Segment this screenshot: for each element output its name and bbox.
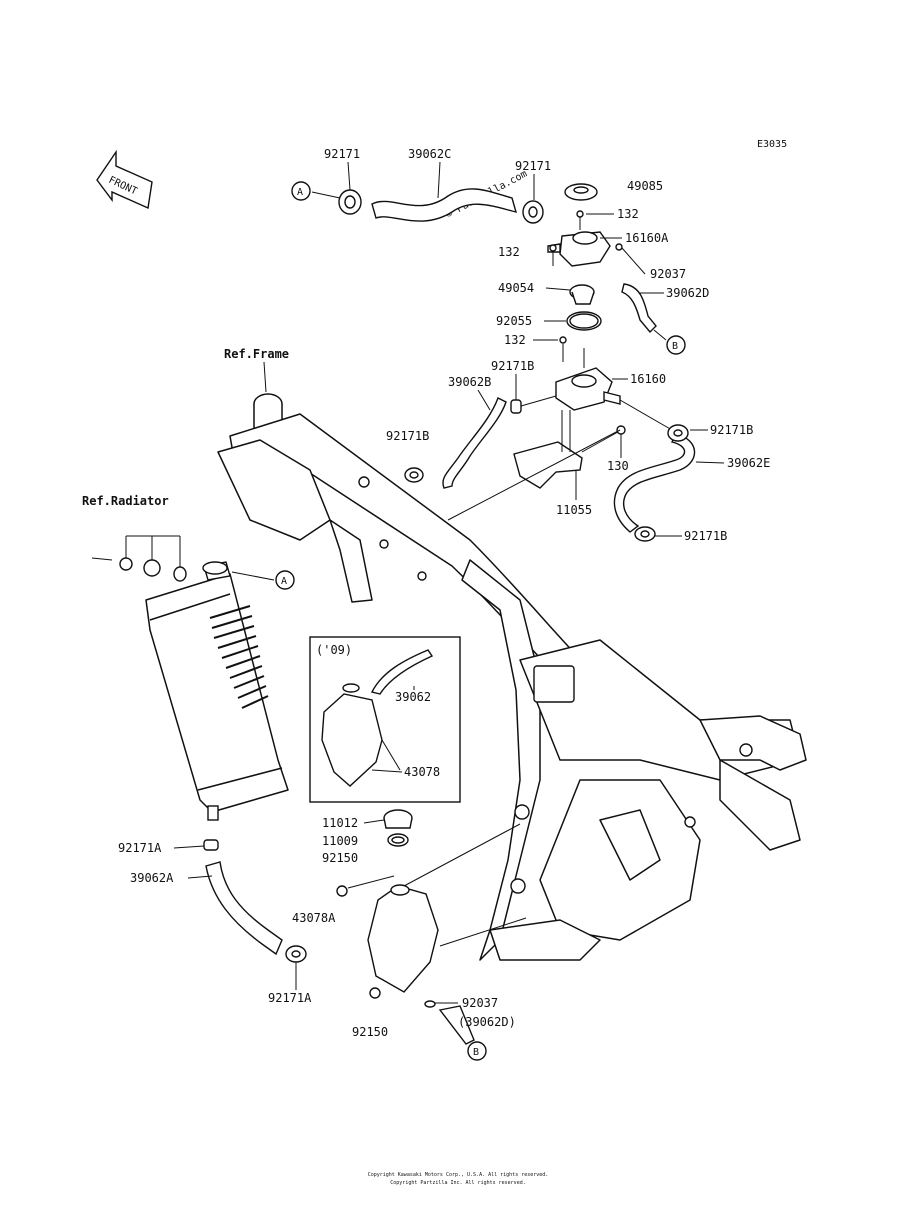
label-92171-left: 92171 (324, 147, 360, 161)
label-39062B: 39062B (448, 375, 491, 389)
thermostat-49054 (569, 284, 595, 305)
cap-49085 (564, 183, 598, 201)
label-16160: 16160 (630, 372, 666, 386)
radiator-mount-hardware (91, 535, 187, 582)
radiator (145, 561, 289, 821)
clamp-92171B-a (510, 399, 522, 414)
cap-11012 (383, 809, 413, 829)
hose-39062D-lower (438, 1005, 475, 1045)
label-92171B-c: 92171B (710, 423, 753, 437)
label-39062D-paren: (39062D) (458, 1015, 516, 1029)
o-ring-92055 (566, 311, 602, 331)
housing-16160 (555, 367, 621, 411)
front-arrow-icon: FRONT (96, 149, 153, 210)
label-49085: 49085 (627, 179, 663, 193)
callout-b-bottom: B (467, 1041, 487, 1061)
label-39062D: 39062D (666, 286, 709, 300)
label-39062C: 39062C (408, 147, 451, 161)
clamp-92171-left (338, 189, 362, 215)
footer-line-1: Copyright Kawasaki Motors Corp., U.S.A. … (368, 1172, 549, 1178)
footer-line-2: Copyright Partzilla Inc. All rights rese… (390, 1180, 525, 1186)
label-11012: 11012 (322, 816, 358, 830)
ref-frame-label: Ref.Frame (224, 347, 289, 361)
leader-lines (173, 161, 725, 1004)
label-43078A: 43078A (292, 911, 336, 925)
label-39062: 39062 (395, 690, 431, 704)
label-92037-bottom: 92037 (462, 996, 498, 1010)
label-11055: 11055 (556, 503, 592, 517)
callout-b-top: B (666, 335, 686, 355)
label-39062A: 39062A (130, 871, 174, 885)
bracket-11055 (513, 410, 583, 489)
svg-text:A: A (297, 187, 303, 198)
callout-a-radiator: A (275, 570, 295, 590)
clamp-92171B-b (404, 467, 424, 483)
clamp-92171B-c (667, 424, 689, 442)
clamp-92171A-a (203, 839, 219, 851)
label-132-top: 132 (617, 207, 639, 221)
inset-09: ('09) (309, 636, 461, 803)
callout-a-top: A (291, 181, 311, 201)
label-92055: 92055 (496, 314, 532, 328)
label-39062E: 39062E (727, 456, 770, 470)
motorcycle-frame (217, 393, 807, 961)
housing-16160A (547, 231, 611, 267)
hose-39062D-upper (621, 283, 657, 334)
label-11009: 11009 (322, 834, 358, 848)
svg-text:B: B (672, 341, 678, 352)
label-92171B-a: 92171B (491, 359, 534, 373)
radiator-fins (209, 605, 269, 709)
label-132-left: 132 (498, 245, 520, 259)
label-92150-a: 92150 (322, 851, 358, 865)
hose-39062E (613, 433, 696, 533)
label-92171-right: 92171 (515, 159, 551, 173)
clamp-92171-right (522, 200, 544, 224)
hose-39062C (371, 188, 518, 222)
inset-year-label: ('09) (316, 643, 352, 657)
label-92037-top: 92037 (650, 267, 686, 281)
clamp-92171A-b (285, 945, 307, 963)
label-130: 130 (607, 459, 629, 473)
clamp-92037-bottom (424, 1000, 436, 1008)
gasket-11009 (387, 833, 409, 847)
label-92171A-b: 92171A (268, 991, 312, 1005)
clamp-92171B-d (634, 526, 656, 542)
bolt-92150-a (336, 885, 348, 897)
hose-39062B (442, 397, 507, 489)
part-labels: 92171 39062C 92171 49085 132 16160A 132 … (118, 147, 770, 1039)
svg-text:B: B (473, 1047, 479, 1058)
label-132-mid: 132 (504, 333, 526, 347)
label-92150-b: 92150 (352, 1025, 388, 1039)
label-92171B-d: 92171B (684, 529, 727, 543)
bolt-92150-b (369, 987, 381, 999)
ref-radiator-label: Ref.Radiator (82, 494, 169, 508)
label-49054: 49054 (498, 281, 534, 295)
svg-text:A: A (281, 576, 287, 587)
label-16160A: 16160A (625, 231, 669, 245)
label-43078: 43078 (404, 765, 440, 779)
reservoir-43078A (367, 884, 439, 993)
label-92171B-b: 92171B (386, 429, 429, 443)
hose-39062A (205, 861, 283, 956)
label-92171A-a: 92171A (118, 841, 162, 855)
diagram-code: E3035 (757, 139, 787, 150)
